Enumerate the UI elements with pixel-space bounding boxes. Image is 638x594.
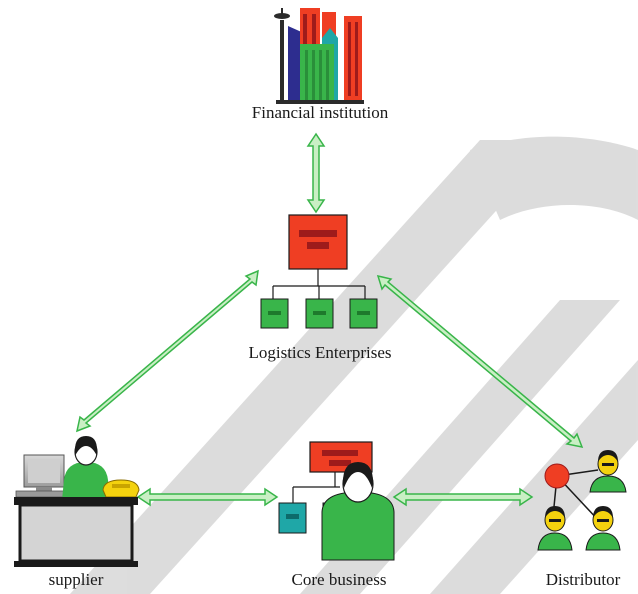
supplier-label: supplier <box>48 570 104 589</box>
core-business-label: Core business <box>291 570 387 589</box>
distributor-network-icon <box>537 450 627 551</box>
org-chart-icon <box>260 214 378 329</box>
financial-institution-label: Financial institution <box>251 103 389 122</box>
arrow-financial-logistics <box>306 132 326 214</box>
core-business-icon <box>278 441 395 561</box>
logistics-enterprises-label: Logistics Enterprises <box>248 343 392 362</box>
arrow-core-distributor <box>392 487 534 507</box>
arrow-supplier-core <box>136 487 279 507</box>
distributor-label: Distributor <box>545 570 621 589</box>
city-buildings-icon <box>274 8 364 104</box>
arrow-logistics-distributor <box>376 274 584 449</box>
supplier-desk-icon <box>14 436 140 567</box>
arrow-logistics-supplier <box>75 269 259 433</box>
